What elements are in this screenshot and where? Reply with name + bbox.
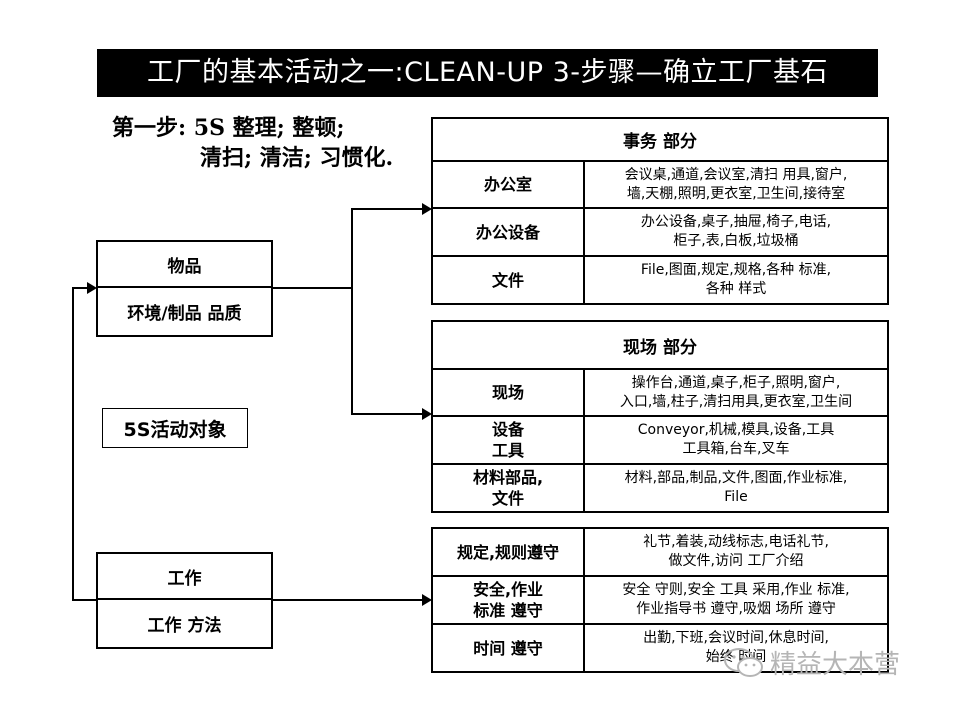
connector-line (351, 208, 353, 415)
watermark: 精益大本营 (722, 644, 900, 681)
site-row-label: 设备 工具 (433, 417, 585, 465)
office-section-table: 事务 部分 办公室 会议桌,通道,会议室,清扫 用具,窗户, 墙,天棚,照明,更… (431, 117, 889, 305)
office-row-label: 文件 (433, 257, 585, 303)
work-row-desc: 礼节,着装,动线标志,电话礼节, 做文件,访问 工厂介绍 (585, 529, 887, 577)
work-row-desc: 安全 守则,安全 工具 采用,作业 标准, 作业指导书 遵守,吸烟 场所 遵守 (585, 577, 887, 625)
wechat-icon (724, 647, 763, 677)
work-row-label: 时间 遵守 (433, 625, 585, 671)
activity-target-box: 5S活动对象 (102, 408, 248, 448)
step-line-2: 清扫; 清洁; 习惯化. (200, 145, 394, 171)
connector-line (72, 287, 74, 601)
work-section-table: 规定,规则遵守 礼节,着装,动线标志,电话礼节, 做文件,访问 工厂介绍 安全,… (431, 527, 889, 673)
arrowhead (422, 408, 432, 420)
site-row-desc: Conveyor,机械,模具,设备,工具 工具箱,台车,叉车 (585, 417, 887, 465)
work-row-label: 安全,作业 标准 遵守 (433, 577, 585, 625)
arrowhead (422, 594, 432, 606)
connector-line (72, 287, 88, 289)
site-row-desc: 材料,部品,制品,文件,图面,作业标准, File (624, 470, 848, 505)
items-box: 物品 环境/制品 品质 (96, 240, 273, 337)
site-row-desc: 操作台,通道,桌子,柜子,照明,窗户, 入口,墙,柱子,清扫用具,更衣室,卫生间 (585, 370, 887, 417)
connector-line (72, 599, 96, 601)
page-title: 工厂的基本活动之一:CLEAN-UP 3-步骤—确立工厂基石 (97, 49, 878, 97)
office-row-desc: 会议桌,通道,会议室,清扫 用具,窗户, 墙,天棚,照明,更衣室,卫生间,接待室 (585, 162, 887, 209)
arrowhead (87, 282, 97, 294)
office-row-label: 办公室 (433, 162, 585, 209)
work-sub-label: 工作 方法 (147, 616, 222, 636)
office-row-label: 办公设备 (433, 209, 585, 257)
step-line-1: 第一步: 5S 整理; 整顿; (112, 115, 345, 141)
connector-line (273, 599, 423, 601)
site-row-label: 现场 (433, 370, 585, 417)
items-label: 物品 (98, 242, 271, 288)
connector-line (351, 413, 423, 415)
watermark-text: 精益大本营 (770, 650, 901, 680)
office-row-desc: 办公设备,桌子,抽屉,椅子,电话, 柜子,表,白板,垃圾桶 (585, 209, 887, 257)
work-row-label: 规定,规则遵守 (433, 529, 585, 577)
office-row-desc: File,图面,规定,规格,各种 标准, 各种 样式 (640, 262, 832, 297)
items-sub-label: 环境/制品 品质 (127, 304, 242, 324)
work-box: 工作 工作 方法 (96, 552, 273, 649)
work-label: 工作 (98, 554, 271, 600)
connector-line (351, 208, 423, 210)
site-section-header: 现场 部分 (433, 322, 887, 370)
connector-line (273, 287, 353, 289)
site-section-table: 现场 部分 现场 操作台,通道,桌子,柜子,照明,窗户, 入口,墙,柱子,清扫用… (431, 320, 889, 513)
site-row-label: 材料部品, 文件 (433, 465, 585, 511)
arrowhead (422, 203, 432, 215)
office-section-header: 事务 部分 (433, 119, 887, 162)
